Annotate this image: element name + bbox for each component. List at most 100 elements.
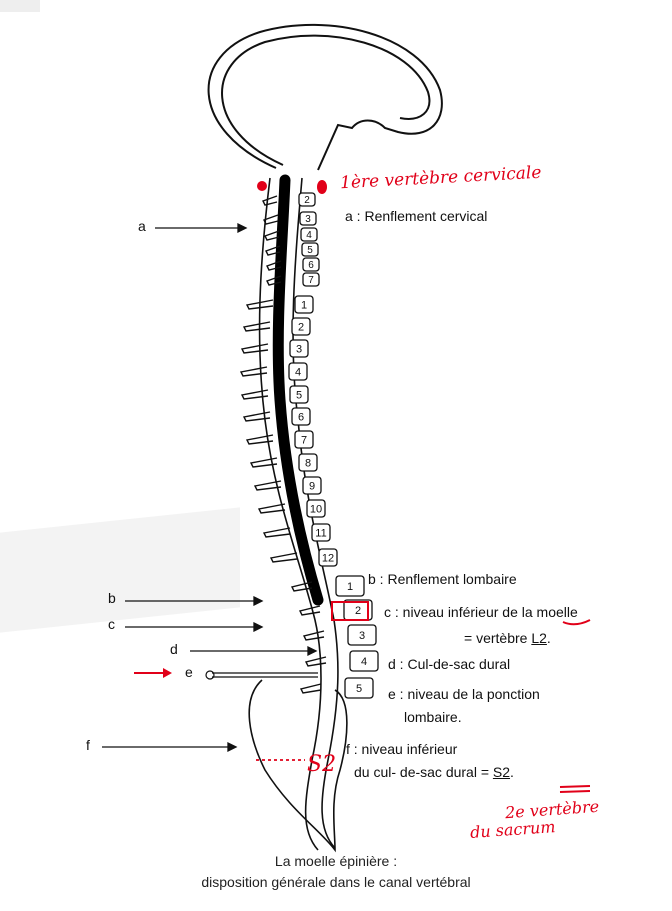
vertebra-thoracic-11-label: 11 <box>315 527 326 539</box>
vertebra-lumbar-4-label: 4 <box>361 656 367 668</box>
desc-c-line2: = vertèbre L2. <box>464 630 551 646</box>
vertebra-thoracic-5-label: 5 <box>296 389 302 401</box>
caption-line2: disposition générale dans le canal verté… <box>201 874 471 890</box>
spinous-process <box>242 321 271 332</box>
desc-c-line1: c : niveau inférieur de la moelle <box>384 604 578 620</box>
annotation-s2: S2 <box>307 752 337 777</box>
desc-f-value: S2 <box>492 764 511 780</box>
skull-inner <box>221 34 431 166</box>
vertebra-thoracic-2-label: 2 <box>298 321 304 333</box>
puncture-needle <box>205 670 318 680</box>
vertebra-thoracic-6-body <box>291 407 311 426</box>
caption-line1: La moelle épinière : <box>274 853 398 869</box>
red-underline-s2-2 <box>559 790 591 793</box>
vertebra-thoracic-12-body <box>318 548 338 567</box>
spinous-process <box>262 195 278 206</box>
spinous-process <box>264 230 280 241</box>
label-a: a <box>138 218 146 234</box>
label-e: e <box>185 664 193 680</box>
spinous-process <box>269 552 298 563</box>
desc-f-suffix: . <box>510 764 514 780</box>
vertebra-cervical-3-body <box>299 211 317 226</box>
vertebra-cervical-7-body <box>302 272 320 287</box>
vertebra-thoracic-12-label: 12 <box>322 552 334 564</box>
spinous-process <box>257 503 286 514</box>
spinous-process <box>262 527 291 538</box>
vertebra-lumbar-1-body <box>335 575 365 597</box>
desc-c-value: L2 <box>531 630 547 646</box>
vertebra-cervical-2-label: 2 <box>304 195 310 206</box>
vertebra-thoracic-5-body <box>289 385 309 404</box>
vertebra-cervical-5-label: 5 <box>307 245 313 256</box>
desc-f-line2: du cul- de-sac dural = S2. <box>354 764 514 780</box>
label-f: f <box>86 737 90 753</box>
vertebra-lumbar-2-label: 2 <box>355 605 361 617</box>
spinous-process <box>290 581 313 592</box>
red-dot-left <box>257 181 267 191</box>
desc-b: b : Renflement lombaire <box>368 571 517 587</box>
label-d: d <box>170 641 178 657</box>
spinous-processes <box>239 195 327 694</box>
spinous-process <box>242 411 271 422</box>
vertebra-thoracic-10-body <box>306 499 326 518</box>
vertebra-cervical-4-body <box>300 227 318 242</box>
spinous-process <box>245 299 274 310</box>
spinous-process <box>239 366 268 377</box>
vertebra-cervical-5-body <box>301 242 319 257</box>
vertebra-cervical-6-body <box>302 257 320 272</box>
desc-d: d : Cul-de-sac dural <box>388 656 511 672</box>
vertebra-lumbar-4-body <box>349 650 379 672</box>
spinous-process <box>304 656 327 667</box>
spinous-process <box>299 683 322 694</box>
vertebra-cervical-7-label: 7 <box>308 275 314 286</box>
vertebra-thoracic-2-body <box>291 317 311 336</box>
desc-c-prefix: = vertèbre <box>464 630 532 646</box>
canal-anterior-wall <box>292 177 339 849</box>
skull-outline <box>207 23 443 171</box>
spinous-process <box>302 630 325 641</box>
vertebra-lumbar-5-label: 5 <box>356 683 362 695</box>
desc-e-line2: lombaire. <box>404 709 462 725</box>
vertebra-thoracic-9-body <box>302 476 322 495</box>
canal-posterior-wall <box>258 177 322 851</box>
vertebra-thoracic-10-label: 10 <box>310 503 322 515</box>
desc-e-line1: e : niveau de la ponction <box>388 686 540 702</box>
vertebra-thoracic-7-label: 7 <box>301 434 307 446</box>
red-dot-right <box>317 180 327 194</box>
vertebra-thoracic-1-body <box>294 295 314 314</box>
spinal-cord <box>272 174 324 606</box>
label-b: b <box>108 590 116 606</box>
desc-f-prefix: du cul- de-sac dural = <box>354 764 493 780</box>
vertebra-lumbar-3-body <box>347 624 377 646</box>
red-arrow-head <box>163 668 172 678</box>
spinous-process <box>266 275 282 286</box>
vertebra-cervical-2-body <box>298 192 316 207</box>
vertebra-thoracic-8-body <box>298 453 318 472</box>
spinous-process <box>240 343 269 354</box>
vertebra-thoracic-1-label: 1 <box>301 299 307 311</box>
vertebra-cervical-4-label: 4 <box>306 230 312 241</box>
vertebra-thoracic-7-body <box>294 430 314 449</box>
vertebra-thoracic-3-body <box>289 339 309 358</box>
desc-a: a : Renflement cervical <box>345 208 488 224</box>
label-c: c <box>108 616 115 632</box>
vertebra-thoracic-9-label: 9 <box>309 480 315 492</box>
vertebra-thoracic-3-label: 3 <box>296 343 302 355</box>
watermark-shape <box>0 0 40 12</box>
spinous-process <box>265 245 281 256</box>
vertebra-lumbar-5-body <box>344 677 374 699</box>
vertebra-lumbar-3-label: 3 <box>359 630 365 642</box>
spinous-process <box>253 480 282 491</box>
vertebra-cervical-6-label: 6 <box>308 260 314 271</box>
spinous-process <box>245 434 274 445</box>
red-box-l2 <box>331 601 369 621</box>
vertebra-lumbar-1-label: 1 <box>347 581 353 593</box>
spinous-process <box>249 457 278 468</box>
red-underline-s2-1 <box>559 785 591 788</box>
spinous-process <box>263 214 279 225</box>
vertebra-thoracic-6-label: 6 <box>298 411 304 423</box>
red-underline-l2 <box>562 619 591 626</box>
vertebra-thoracic-4-label: 4 <box>295 366 301 378</box>
